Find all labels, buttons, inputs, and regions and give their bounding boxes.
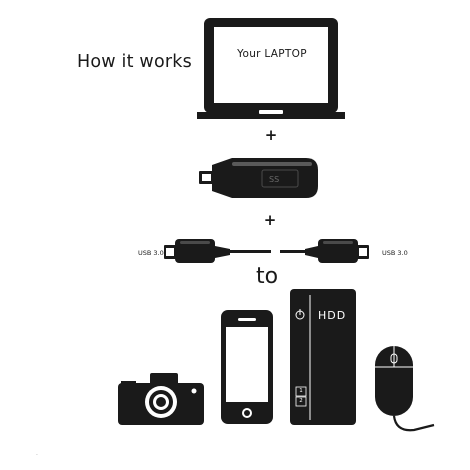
- usb-label-left: USB 3.0: [138, 249, 164, 257]
- mouse-icon: [375, 346, 435, 432]
- hdd-slot-label: 2: [299, 398, 303, 404]
- usb-adapter-icon: SS: [199, 158, 318, 198]
- hdd-label: HDD: [318, 309, 347, 322]
- hard-drive-icon: [290, 289, 356, 425]
- adapter-engraving: SS: [269, 175, 279, 184]
- usb-label-right: USB 3.0: [382, 249, 408, 257]
- laptop-icon: [197, 18, 345, 119]
- corner-mark: ·: [36, 452, 38, 459]
- hdd-slot-label: 1: [299, 388, 303, 394]
- page-title: How it works: [77, 52, 192, 72]
- laptop-screen-text: Your LAPTOP: [237, 48, 307, 60]
- plus-sign: +: [264, 126, 278, 144]
- camera-icon: [118, 373, 204, 425]
- to-label: to: [256, 264, 279, 289]
- plus-sign: +: [263, 211, 277, 229]
- smartphone-icon: [221, 310, 273, 424]
- usb-cable-icon: [164, 239, 369, 263]
